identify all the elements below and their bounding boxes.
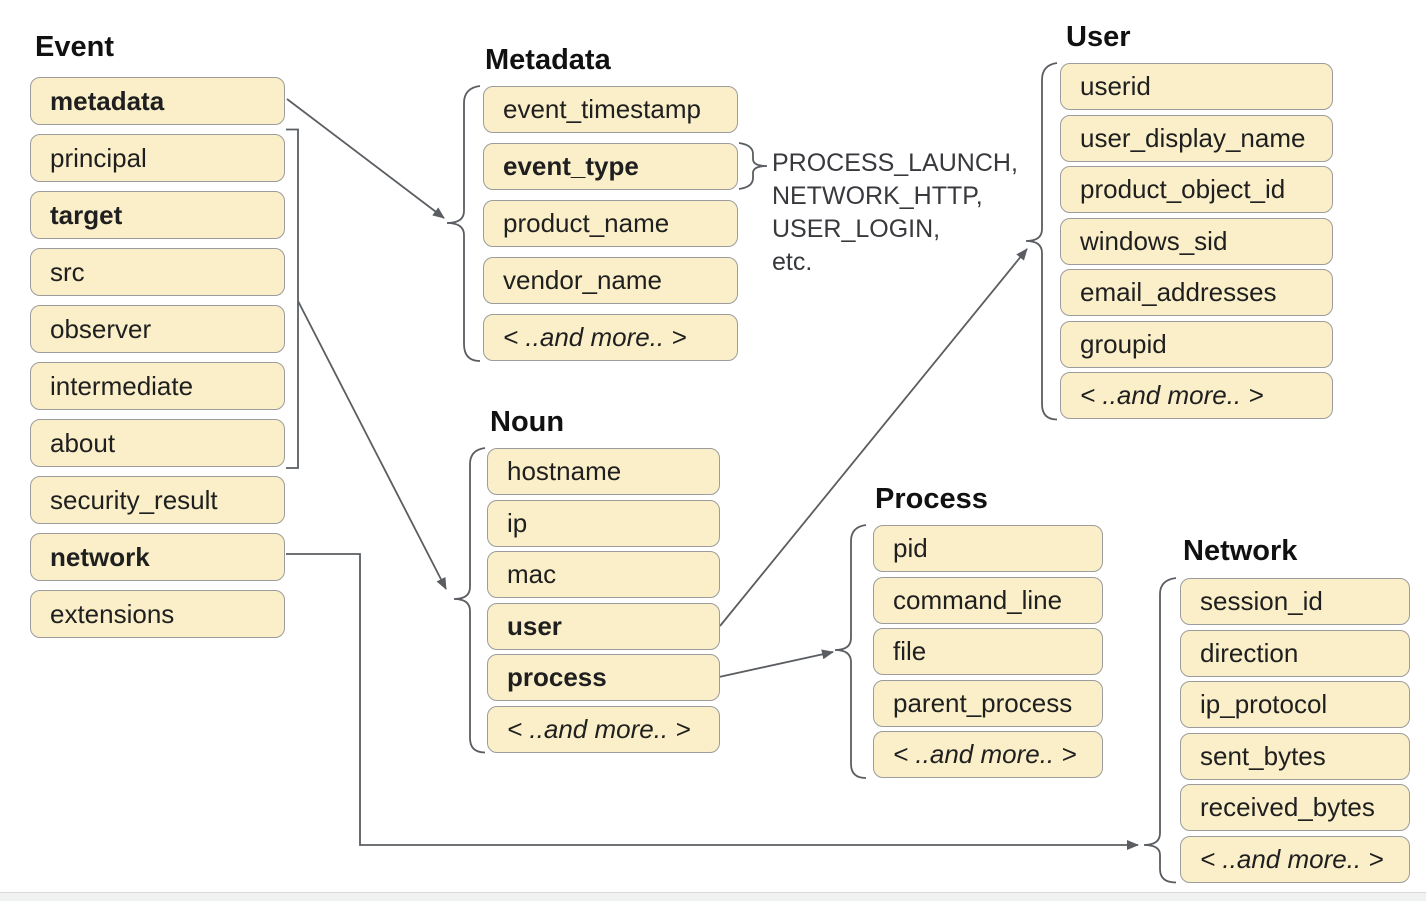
network-field-ip-protocol: ip_protocol — [1180, 681, 1410, 728]
user-group-title: User — [1066, 21, 1131, 53]
process-field-and-more: < ..and more.. > — [873, 731, 1103, 778]
event-type-value-line: etc. — [772, 248, 813, 276]
metadata-field-event-type: event_type — [483, 143, 738, 190]
brace-process-group — [834, 524, 867, 779]
bracket-event-nouns — [286, 128, 299, 469]
user-field-userid: userid — [1060, 63, 1333, 110]
process-group: pid command_line file parent_process < .… — [873, 525, 1103, 778]
arrow-metadata-to-metadata-group — [286, 98, 445, 219]
user-field-email-addresses: email_addresses — [1060, 269, 1333, 316]
event-type-values-annotation: PROCESS_LAUNCH, NETWORK_HTTP, USER_LOGIN… — [772, 147, 1018, 279]
brace-metadata-group — [446, 85, 481, 362]
network-field-direction: direction — [1180, 629, 1410, 677]
event-field-principal: principal — [30, 134, 285, 182]
brace-user-group — [1025, 62, 1058, 421]
event-field-network: network — [30, 533, 285, 581]
event-field-intermediate: intermediate — [30, 362, 285, 410]
network-field-received-bytes: received_bytes — [1180, 784, 1410, 831]
process-group-title: Process — [875, 483, 988, 515]
metadata-field-vendor-name: vendor_name — [483, 257, 738, 304]
event-type-value-line: PROCESS_LAUNCH, — [772, 149, 1018, 177]
noun-group-title: Noun — [490, 406, 565, 438]
noun-field-mac: mac — [487, 551, 720, 598]
event-group: metadata principal target src observer i… — [30, 77, 285, 638]
user-field-groupid: groupid — [1060, 320, 1333, 368]
event-group-title: Event — [35, 31, 114, 63]
event-type-value-line: NETWORK_HTTP, — [772, 182, 983, 210]
page-bottom-strip — [0, 892, 1426, 901]
user-field-user-display-name: user_display_name — [1060, 114, 1333, 162]
event-type-value-line: USER_LOGIN, — [772, 215, 941, 243]
event-field-observer: observer — [30, 305, 285, 353]
network-field-sent-bytes: sent_bytes — [1180, 732, 1410, 780]
metadata-group-title: Metadata — [485, 44, 611, 76]
brace-network-group — [1143, 577, 1177, 884]
arrow-process-to-process-group — [718, 649, 834, 678]
metadata-group: event_timestamp event_type product_name … — [483, 86, 738, 361]
network-field-session-id: session_id — [1180, 578, 1410, 625]
brace-noun-group — [453, 447, 486, 754]
process-field-pid: pid — [873, 525, 1103, 572]
event-field-src: src — [30, 248, 285, 296]
event-field-security-result: security_result — [30, 476, 285, 524]
noun-field-and-more: < ..and more.. > — [487, 705, 720, 753]
event-field-about: about — [30, 419, 285, 467]
user-field-product-object-id: product_object_id — [1060, 166, 1333, 213]
user-field-and-more: < ..and more.. > — [1060, 372, 1333, 419]
noun-field-user: user — [487, 602, 720, 650]
noun-field-process: process — [487, 654, 720, 701]
event-field-metadata: metadata — [30, 77, 285, 125]
event-field-extensions: extensions — [30, 590, 285, 638]
metadata-field-product-name: product_name — [483, 200, 738, 247]
user-group: userid user_display_name product_object_… — [1060, 63, 1333, 419]
user-field-windows-sid: windows_sid — [1060, 217, 1333, 265]
noun-field-ip: ip — [487, 499, 720, 547]
network-group-title: Network — [1183, 535, 1298, 567]
arrow-event-nouns-to-noun-group — [297, 300, 447, 590]
brace-event-type — [738, 142, 768, 190]
network-group: session_id direction ip_protocol sent_by… — [1180, 578, 1410, 883]
noun-field-hostname: hostname — [487, 448, 720, 495]
process-field-command-line: command_line — [873, 576, 1103, 624]
noun-group: hostname ip mac user process < ..and mor… — [487, 448, 720, 753]
metadata-field-and-more: < ..and more.. > — [483, 314, 738, 361]
process-field-parent-process: parent_process — [873, 679, 1103, 727]
process-field-file: file — [873, 628, 1103, 675]
metadata-field-event-timestamp: event_timestamp — [483, 86, 738, 133]
network-field-and-more: < ..and more.. > — [1180, 835, 1410, 883]
event-field-target: target — [30, 191, 285, 239]
